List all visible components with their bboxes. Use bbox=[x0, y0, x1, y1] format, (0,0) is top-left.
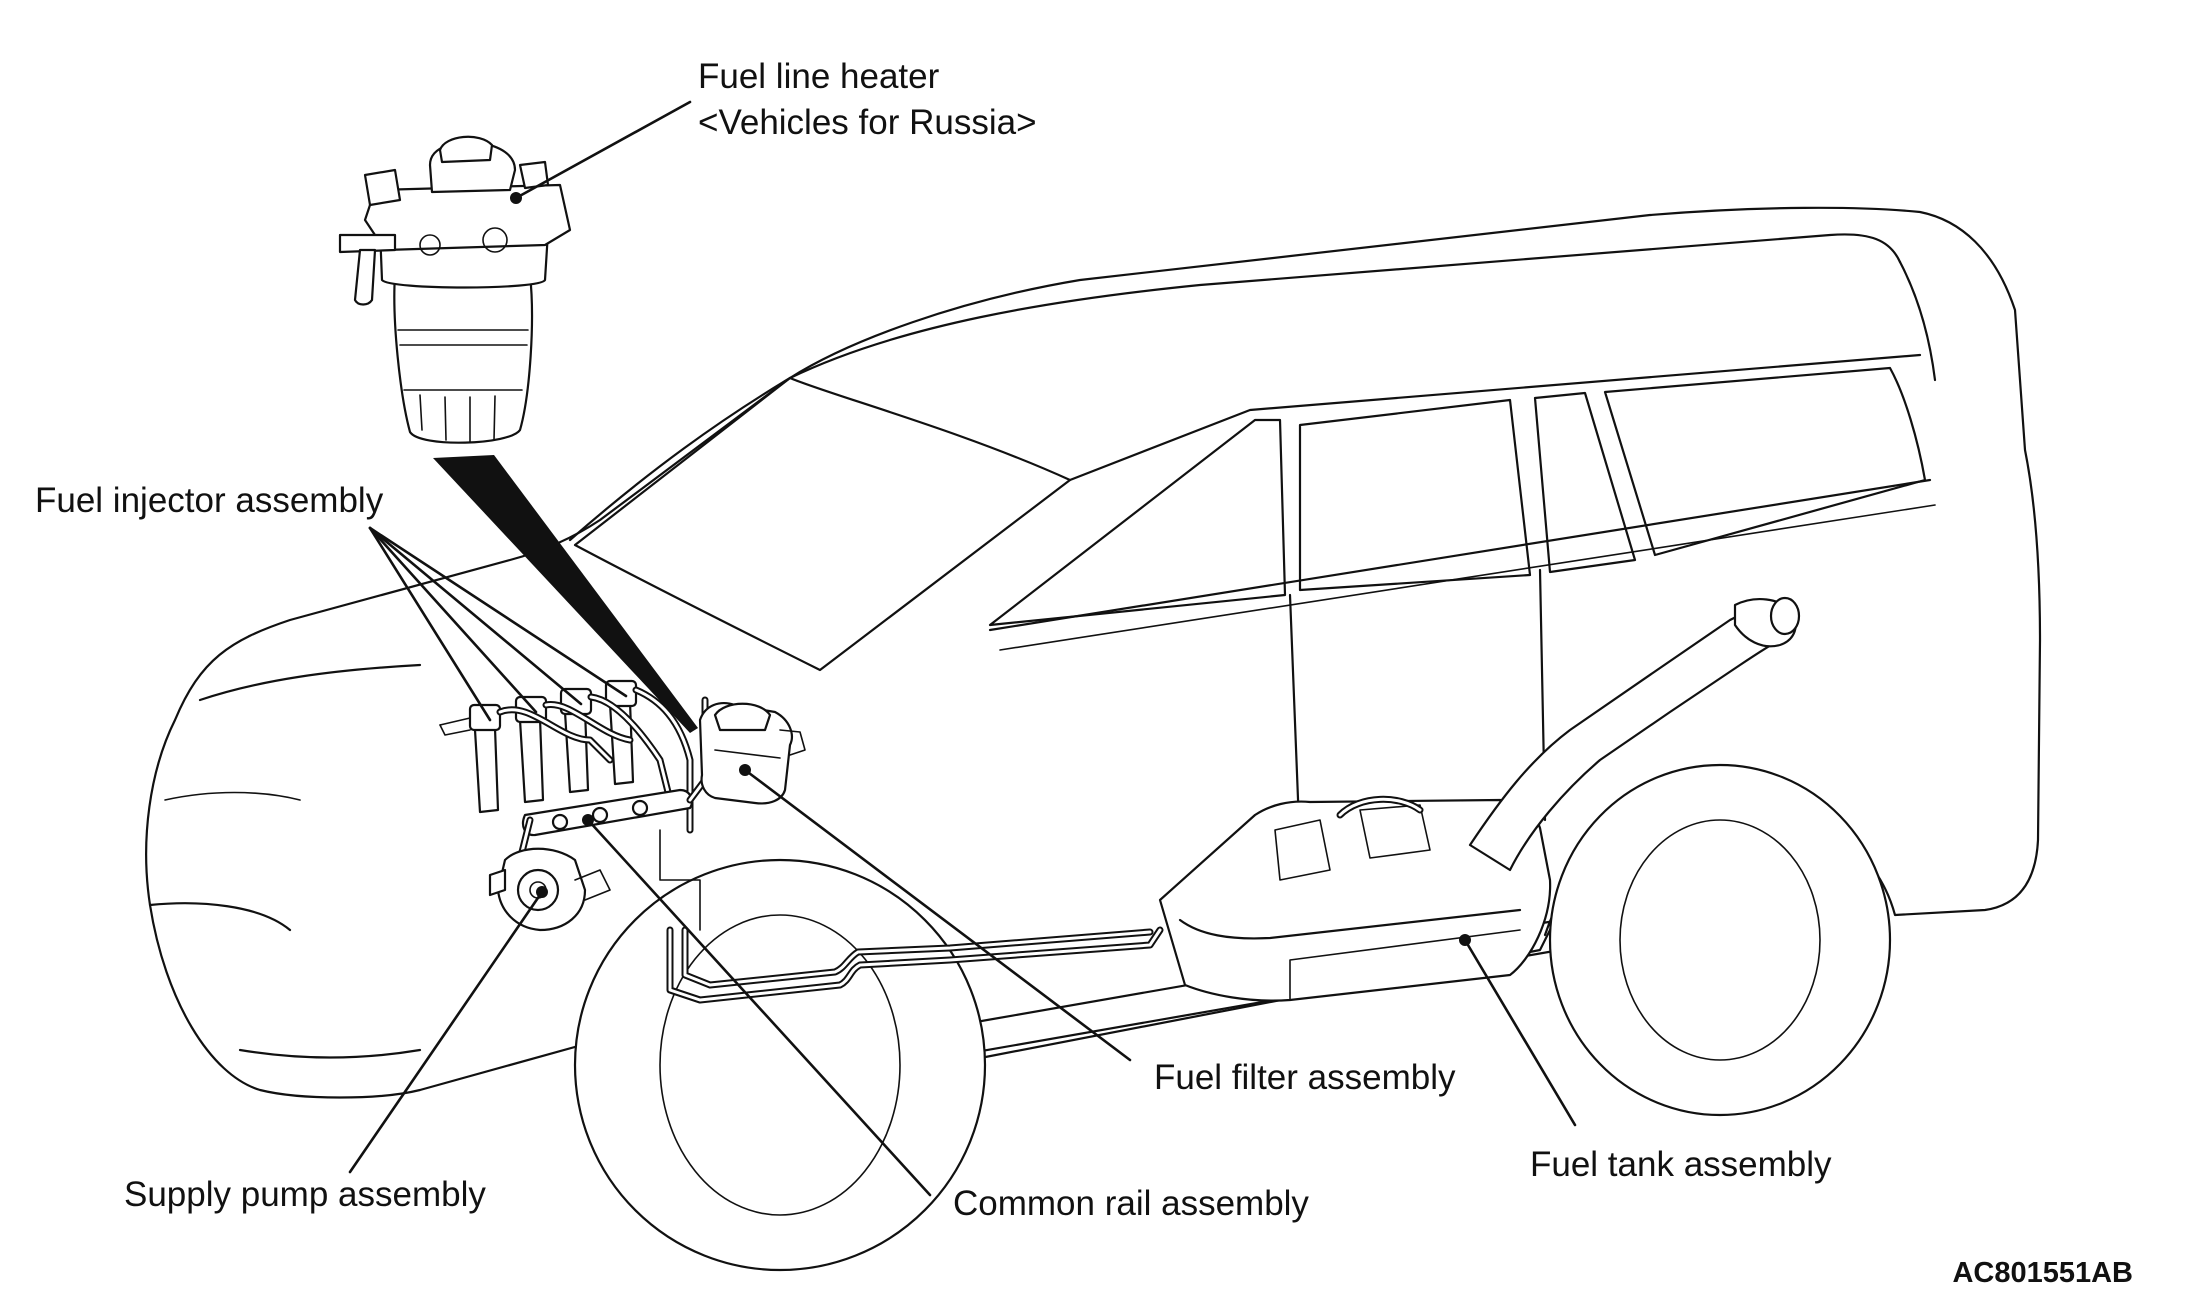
front-wheel bbox=[573, 858, 987, 1272]
label-supply-pump-assembly: Supply pump assembly bbox=[124, 1175, 486, 1214]
rear-wheel bbox=[1548, 763, 1892, 1117]
leader-lines bbox=[348, 100, 1577, 1197]
label-fuel-tank-assembly: Fuel tank assembly bbox=[1530, 1145, 1832, 1184]
label-fuel-line-heater: Fuel line heater bbox=[698, 57, 940, 96]
fuel-tank bbox=[1158, 795, 1552, 1002]
label-fuel-filter-assembly: Fuel filter assembly bbox=[1154, 1058, 1456, 1097]
fuel-filler-pipe bbox=[1468, 596, 1801, 872]
fuel-filter-in-engine bbox=[698, 702, 806, 805]
label-common-rail-assembly: Common rail assembly bbox=[953, 1184, 1309, 1223]
injection-pipes bbox=[496, 686, 694, 834]
figure-code: AC801551AB bbox=[1952, 1257, 2133, 1289]
label-fuel-injector-assembly: Fuel injector assembly bbox=[35, 481, 384, 520]
fuel-lines bbox=[659, 829, 1164, 1004]
fuel-line-heater-inset bbox=[338, 135, 698, 733]
label-fuel-line-heater-note: <Vehicles for Russia> bbox=[698, 103, 1037, 142]
